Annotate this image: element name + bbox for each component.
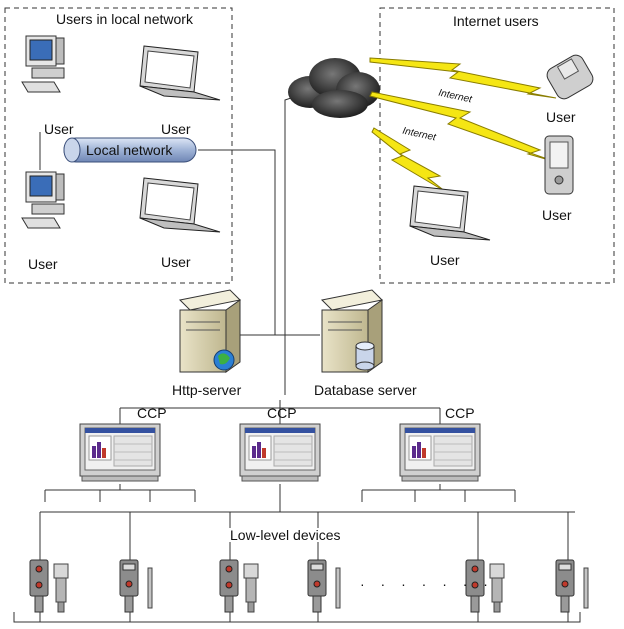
field-device-icon bbox=[119, 559, 153, 613]
local-network-label: Local network bbox=[86, 142, 173, 158]
more-devices-ellipsis: · · · · · · · bbox=[360, 576, 494, 592]
ccp-label: CCP bbox=[445, 405, 475, 421]
internet-users-group-title: Internet users bbox=[453, 13, 539, 29]
database-server-label: Database server bbox=[314, 382, 417, 398]
field-device-icon bbox=[29, 559, 69, 613]
database-server-icon bbox=[320, 289, 384, 373]
internet-cloud-icon bbox=[288, 58, 380, 118]
local-users-group-title: Users in local network bbox=[56, 11, 193, 27]
pda-icon bbox=[544, 135, 574, 195]
connection-lines bbox=[13, 94, 581, 623]
local-user-label: User bbox=[161, 121, 191, 137]
http-server-icon bbox=[178, 289, 242, 373]
internet-user-label: User bbox=[546, 109, 576, 125]
local-user-label: User bbox=[44, 121, 74, 137]
ccp-monitor-icon bbox=[239, 423, 321, 482]
mobile-phone-icon bbox=[546, 54, 594, 100]
ccp-label: CCP bbox=[267, 405, 297, 421]
laptop-icon bbox=[409, 185, 491, 241]
ccp-monitor-icon bbox=[399, 423, 481, 482]
ccp-label: CCP bbox=[137, 405, 167, 421]
field-device-icon bbox=[555, 559, 589, 613]
local-network-pipe bbox=[63, 137, 197, 163]
wireless-link-bolts bbox=[369, 57, 557, 193]
local-user-label: User bbox=[28, 256, 58, 272]
laptop-icon bbox=[139, 177, 221, 233]
internet-user-label: User bbox=[430, 252, 460, 268]
desktop-computer-icon bbox=[21, 35, 65, 93]
field-device-icon bbox=[307, 559, 341, 613]
local-user-label: User bbox=[161, 254, 191, 270]
internet-users-group-box bbox=[379, 7, 615, 284]
field-device-icon bbox=[219, 559, 259, 613]
ccp-monitor-icon bbox=[79, 423, 161, 482]
low-level-devices-label: Low-level devices bbox=[228, 527, 343, 543]
desktop-computer-icon bbox=[21, 171, 65, 229]
internet-user-label: User bbox=[542, 207, 572, 223]
laptop-icon bbox=[139, 45, 221, 101]
http-server-label: Http-server bbox=[172, 382, 242, 398]
local-users-group-box bbox=[4, 7, 233, 284]
